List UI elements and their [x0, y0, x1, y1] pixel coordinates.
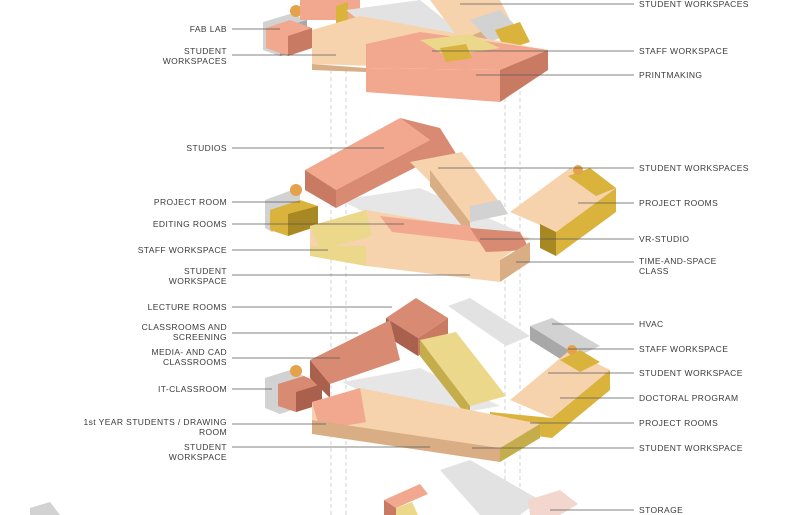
label-it-classroom: IT-CLASSROOM — [157, 384, 227, 394]
label-printmaking: PRINTMAKING — [639, 70, 703, 80]
label-project-rooms-r3: PROJECT ROOMS — [639, 418, 719, 428]
floor-lower — [265, 298, 610, 462]
label-storage: STORAGE — [639, 505, 684, 515]
label-doctoral: DOCTORAL PROGRAM — [639, 393, 739, 403]
label-project-room: PROJECT ROOM — [153, 197, 227, 207]
label-editing-rooms: EDITING ROOMS — [152, 219, 227, 229]
label-student-workspaces-r2: STUDENT WORKSPACES — [639, 163, 749, 173]
label-classrooms-screening: CLASSROOMS AND SCREENING — [141, 322, 227, 342]
label-staff-workspace-r3: STAFF WORKSPACE — [639, 344, 729, 354]
label-project-rooms-r2: PROJECT ROOMS — [639, 198, 719, 208]
label-vr-studio: VR-STUDIO — [639, 234, 690, 244]
label-staff-workspace-r1: STAFF WORKSPACE — [639, 46, 729, 56]
label-student-workspace-r3: STUDENT WORKSPACE — [639, 368, 743, 378]
label-staff-workspace-mid: STAFF WORKSPACE — [137, 245, 227, 255]
label-student-workspaces-top: STUDENT WORKSPACES — [162, 46, 227, 66]
label-lecture-rooms: LECTURE ROOMS — [147, 302, 227, 312]
floor-top — [263, 0, 548, 102]
label-first-year: 1st YEAR STUDENTS / DRAWING ROOM — [83, 417, 227, 437]
leader-lines — [232, 3, 634, 511]
label-studios: STUDIOS — [186, 143, 227, 153]
label-student-workspace-mid: STUDENT WORKSPACE — [168, 266, 227, 286]
label-student-workspaces-r1: STUDENT WORKSPACES — [639, 0, 749, 9]
floor-middle — [265, 118, 616, 282]
label-fab-lab: FAB LAB — [189, 24, 227, 34]
label-student-workspace-r4: STUDENT WORKSPACE — [639, 443, 743, 453]
label-media-cad: MEDIA- AND CAD CLASSROOMS — [151, 347, 227, 367]
label-time-space: TIME-AND-SPACE CLASS — [639, 256, 717, 276]
label-student-workspace-low: STUDENT WORKSPACE — [168, 442, 227, 462]
floor-bottom — [30, 460, 578, 515]
label-hvac: HVAC — [639, 319, 664, 329]
